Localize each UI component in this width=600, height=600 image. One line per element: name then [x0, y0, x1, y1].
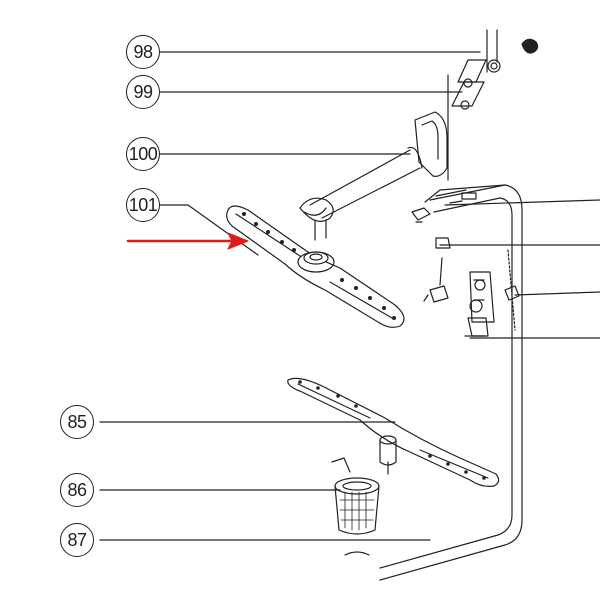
callout-100: 100 [126, 137, 160, 171]
water-duct-frame [379, 184, 523, 581]
callout-85-label: 85 [67, 411, 87, 432]
callout-100-label: 100 [128, 143, 158, 164]
filter-part [331, 457, 380, 556]
lower-spray-arm-part [287, 377, 500, 487]
callout-101-label: 101 [128, 194, 158, 215]
callout-86-label: 86 [67, 479, 87, 500]
callout-87-label: 87 [67, 529, 87, 550]
callout-101: 101 [126, 188, 160, 222]
callout-86: 86 [60, 473, 94, 507]
callout-99: 99 [126, 75, 160, 109]
callout-99-label: 99 [133, 81, 153, 102]
upper-spray-arm-part [226, 205, 405, 328]
leader-line-right-3 [514, 291, 600, 296]
callout-98-label: 98 [133, 41, 153, 62]
callout-87: 87 [60, 523, 94, 557]
supply-pipe-part [299, 74, 449, 241]
highlight-arrow [126, 232, 249, 250]
callout-85: 85 [60, 405, 94, 439]
top-fittings [451, 29, 539, 110]
callout-98: 98 [126, 35, 160, 69]
